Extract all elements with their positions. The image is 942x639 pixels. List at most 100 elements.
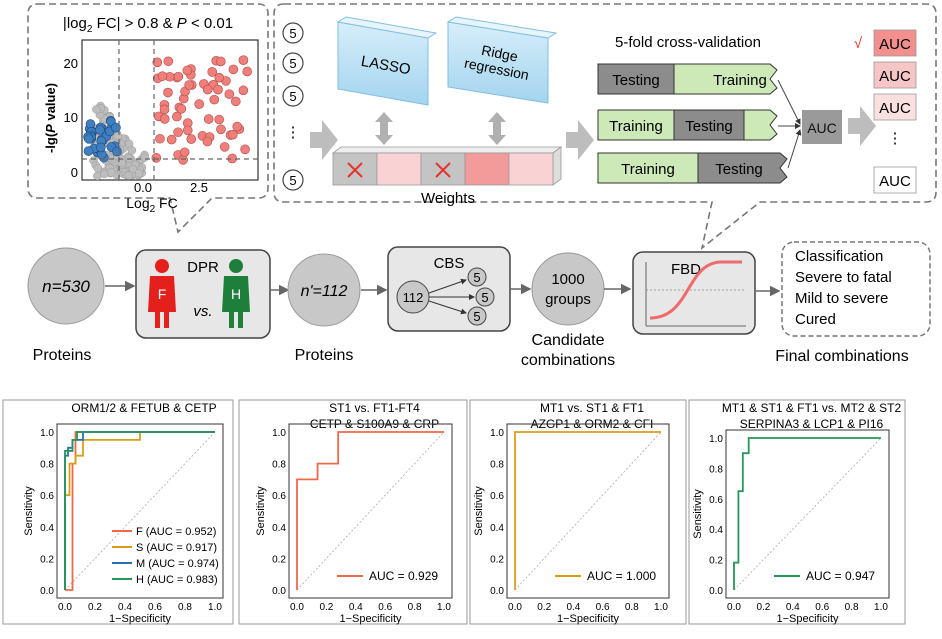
roc-xtick: 0.8: [408, 602, 422, 613]
roc-xlabel: 1−Specificity: [109, 613, 172, 625]
svg-text:AUC: AUC: [879, 68, 911, 85]
roc-xtick: 0.8: [178, 602, 192, 613]
svg-text:Testing: Testing: [715, 161, 763, 178]
volcano-point: [95, 125, 105, 135]
svg-text:5: 5: [473, 270, 480, 285]
auc-center-box: AUC: [802, 110, 842, 144]
volcano-point: [194, 99, 204, 109]
svg-text:CBS: CBS: [434, 255, 465, 272]
svg-text:FBD: FBD: [671, 261, 701, 278]
volcano-point: [216, 124, 226, 135]
svg-text:5: 5: [289, 56, 296, 71]
volcano-point: [163, 56, 174, 67]
roc-xtick: 0.8: [625, 602, 639, 613]
double-arrow-icon: [375, 112, 393, 145]
volcano-point: [202, 84, 213, 95]
volcano-point: [216, 56, 226, 67]
roc-ytick: 0.4: [40, 523, 54, 534]
volcano-point: [202, 136, 213, 147]
volcano-point: [182, 65, 193, 76]
final-box: Classification Severe to fatal Mild to s…: [781, 241, 931, 337]
svg-text:H: H: [231, 286, 241, 302]
volcano-panel: |log2 FC| > 0.8 & P < 0.01 -lg(P value) …: [27, 3, 269, 234]
auc-list-item: AUC: [873, 61, 917, 89]
svg-text:Training: Training: [621, 161, 675, 178]
roc-xtick: 0.4: [566, 602, 580, 613]
volcano-point: [84, 134, 94, 144]
dpr-box: DPR F vs. H: [135, 249, 271, 339]
roc-xlabel: 1−Specificity: [339, 613, 402, 625]
roc-ytick: 1.0: [709, 434, 723, 445]
proteins-label: Proteins: [33, 347, 92, 364]
five-dots: ⋮: [286, 124, 301, 141]
roc-ytick: 0.0: [490, 586, 504, 597]
legend-label: AUC = 0.947: [806, 569, 875, 583]
legend-label: AUC = 0.929: [369, 569, 438, 583]
roc-frame: [238, 399, 468, 625]
roc-frame: [469, 399, 687, 625]
volcano-point: [159, 114, 170, 124]
roc-ytick: 0.8: [490, 460, 504, 471]
auc-list-item: AUC: [873, 29, 917, 57]
roc-xtick: 0.0: [508, 602, 522, 613]
grey-arrow-icon: [566, 120, 594, 160]
roc-ylabel: Sensitivity: [255, 486, 267, 536]
svg-text:5: 5: [289, 26, 296, 41]
fbd-box: FBD: [632, 251, 756, 335]
svg-text:AUC: AUC: [879, 100, 911, 117]
volcano-point: [203, 114, 214, 124]
volcano-ylabel: -lg(P value): [43, 83, 58, 153]
volcano-point: [238, 55, 249, 65]
cv-row: Training Testing: [597, 152, 788, 184]
volcano-header: |log2 FC| > 0.8 & P < 0.01: [63, 15, 233, 35]
roc-xtick: 1.0: [437, 602, 451, 613]
svg-text:Testing: Testing: [685, 118, 733, 135]
roc-axes: [506, 423, 670, 599]
roc-title: MT1 & ST1 & FT1 vs. MT2 & ST2: [722, 401, 902, 415]
roc-ylabel: Sensitivity: [692, 489, 704, 539]
volcano-point: [159, 104, 170, 115]
svg-text:DPR: DPR: [187, 259, 219, 276]
volcano-point: [240, 144, 250, 155]
volcano-point: [112, 146, 122, 157]
five-circle: 5: [282, 169, 304, 191]
roc-curve: [733, 437, 881, 590]
roc-ytick: 1.0: [490, 428, 504, 439]
volcano-point: [111, 122, 121, 133]
volcano-point: [232, 121, 243, 132]
roc-diagonal: [733, 437, 882, 591]
roc-axes: [288, 423, 453, 599]
groups-node: 1000 groups: [531, 252, 605, 326]
svg-text:Mild to severe: Mild to severe: [795, 290, 888, 307]
cbs-five: 5: [475, 287, 495, 307]
five-circle: 5: [282, 85, 304, 107]
cbs-box: CBS 112 5 5 5: [387, 246, 511, 332]
roc-ytick: 1.0: [272, 428, 286, 439]
volcano-bubble: [27, 3, 269, 234]
roc-xtick: 0.4: [118, 602, 132, 613]
roc-xlabel: 1−Specificity: [557, 613, 620, 625]
five-circle: 5: [282, 22, 304, 44]
volcano-point: [207, 67, 218, 77]
volcano-plot: [81, 39, 259, 181]
candidate-label: Candidate: [532, 332, 605, 349]
svg-text:5: 5: [289, 173, 296, 188]
roc-xtick: 0.0: [58, 602, 72, 613]
volcano-point: [214, 114, 224, 125]
cbs-five: 5: [467, 267, 487, 287]
roc-ytick: 0.8: [272, 460, 286, 471]
volcano-point: [151, 153, 162, 163]
legend-label: H (AUC = 0.983): [136, 574, 218, 586]
roc-xtick: 1.0: [874, 602, 888, 613]
roc-ylabel: Sensitivity: [473, 486, 485, 536]
svg-text:Testing: Testing: [612, 72, 660, 89]
volcano-xtick-2-5: 2.5: [190, 180, 208, 195]
volcano-point: [113, 131, 123, 141]
svg-text:5: 5: [481, 290, 488, 305]
cbs-five: 5: [467, 306, 487, 326]
roc-panels: ORM1/2 & FETUB & CETP0.00.00.20.20.40.40…: [2, 399, 906, 625]
svg-text:n=530: n=530: [42, 277, 90, 296]
cv-row: Testing Training: [597, 63, 778, 95]
roc-xtick: 1.0: [654, 602, 668, 613]
